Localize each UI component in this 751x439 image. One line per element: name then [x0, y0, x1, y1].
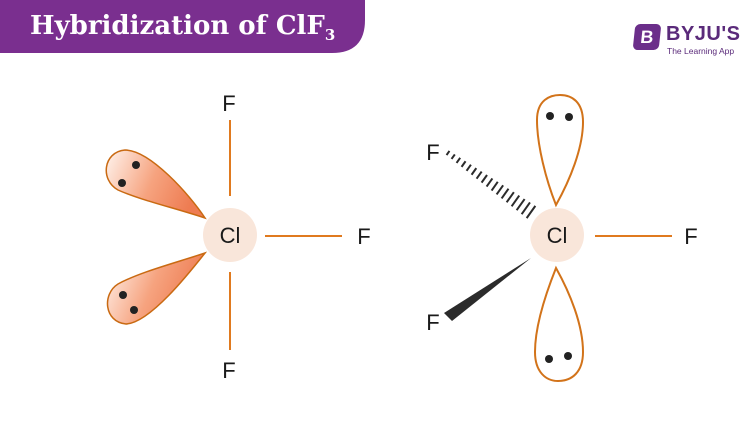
right-central-atom-bg — [530, 208, 584, 262]
hash-mark — [475, 170, 483, 180]
hash-mark — [500, 188, 510, 199]
right-fluorine-lower-left: F — [426, 310, 439, 335]
brand-tagline: The Learning App — [667, 46, 735, 56]
electron-dot — [132, 161, 140, 169]
right-lone-pair-top — [535, 93, 585, 208]
hash-mark — [480, 174, 488, 184]
hash-mark — [495, 184, 504, 196]
right-wedge-bond — [444, 258, 531, 321]
page-title-text: Hybridization of ClF — [30, 11, 325, 41]
right-structure: Cl F F F — [426, 93, 698, 383]
hash-mark — [470, 167, 478, 176]
hash-mark — [450, 153, 456, 160]
hash-mark — [455, 157, 462, 164]
header-banner — [0, 0, 365, 53]
electron-dot — [546, 112, 554, 120]
hash-mark — [515, 198, 526, 211]
hash-mark — [465, 164, 472, 172]
left-fluorine-bottom: F — [222, 358, 235, 383]
right-fluorine-upper-left: F — [426, 140, 439, 165]
hash-mark — [490, 181, 499, 192]
page-title: Hybridization of ClF3 — [30, 10, 335, 51]
page-title-subscript: 3 — [324, 26, 336, 44]
electron-dot — [565, 113, 573, 121]
hash-mark — [520, 201, 531, 215]
left-fluorine-top: F — [222, 91, 235, 116]
right-fluorine-right: F — [684, 224, 697, 249]
hash-mark — [505, 191, 515, 203]
right-central-atom: Cl — [547, 223, 568, 248]
left-structure: Cl F F F — [105, 91, 371, 383]
left-lone-pair-upper — [105, 149, 207, 220]
hash-mark — [460, 160, 467, 168]
left-fluorine-right: F — [357, 224, 370, 249]
hash-mark — [525, 205, 537, 219]
electron-dot — [119, 291, 127, 299]
right-hashed-bond — [445, 150, 537, 219]
brand-logo: B BYJU'S The Learning App — [630, 22, 740, 62]
left-central-atom: Cl — [220, 223, 241, 248]
electron-dot — [130, 306, 138, 314]
hash-mark — [485, 177, 494, 188]
brand-name: BYJU'S — [666, 23, 741, 45]
left-lone-pair-lower — [106, 251, 208, 325]
electron-dot — [564, 352, 572, 360]
electron-dot — [118, 179, 126, 187]
right-lone-pair-bottom — [533, 265, 585, 383]
left-central-atom-bg — [203, 208, 257, 262]
hash-mark — [445, 150, 451, 156]
electron-dot — [545, 355, 553, 363]
hash-mark — [510, 195, 521, 207]
